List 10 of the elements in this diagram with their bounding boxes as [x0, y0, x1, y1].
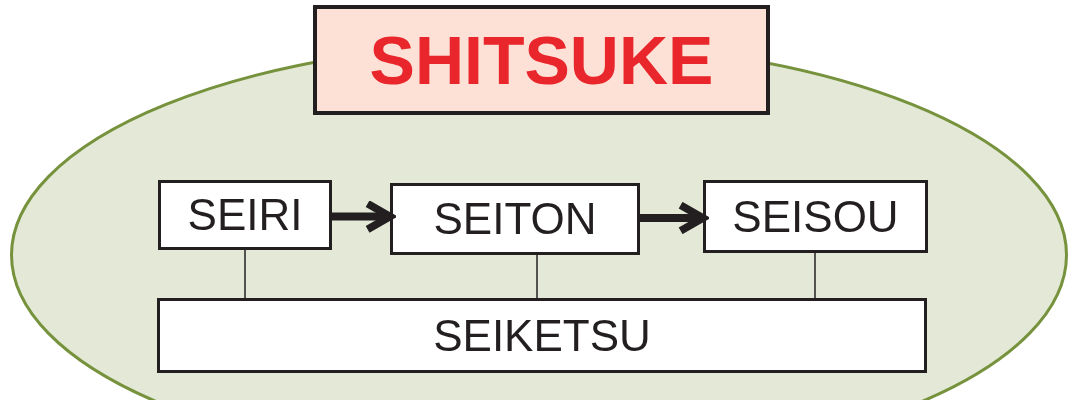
process-box: SEITON [390, 183, 640, 255]
connector-line [814, 252, 816, 299]
connector-line [536, 254, 538, 299]
process-box: SEIRI [158, 180, 332, 250]
arrow [332, 199, 394, 234]
process-box: SEIKETSU [157, 298, 927, 373]
process-box: SEISOU [703, 180, 928, 253]
title-box: SHITSUKE [313, 5, 770, 115]
connector-line [244, 249, 246, 299]
arrow [640, 201, 707, 235]
